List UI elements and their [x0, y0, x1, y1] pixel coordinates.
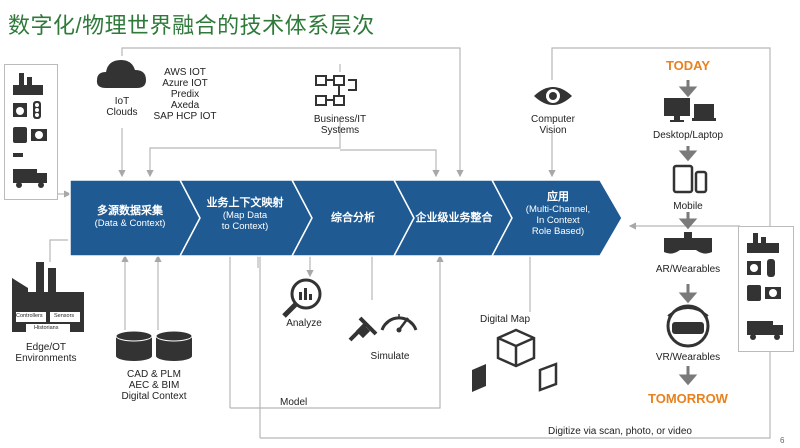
mobile-label: Mobile	[673, 201, 703, 212]
vr-headset-icon	[666, 304, 710, 348]
historians-label: Historians	[34, 325, 59, 331]
cad-label-line3: Digital Context	[121, 391, 187, 402]
step2-sub2: to Context)	[221, 221, 269, 232]
digital-map-label: Digital Map	[480, 314, 531, 325]
model-label: Model	[280, 397, 308, 408]
step5-main: 应用	[547, 191, 569, 203]
step1-sub: (Data & Context)	[94, 218, 166, 229]
cad-label-line2: AEC & BIM	[128, 380, 180, 391]
step5-sub1: (Multi-Channel,	[525, 204, 591, 215]
iot-vendor-list: AWS IOT Azure IOT Predix Axeda SAP HCP I…	[150, 67, 220, 122]
step5-sub2: In Context	[536, 215, 580, 226]
controllers-label: Controllers	[16, 313, 43, 319]
business-systems-icon	[315, 75, 357, 106]
vendor-item: AWS IOT	[164, 67, 206, 78]
factory-sensor-icons	[13, 73, 47, 188]
vision-label-line1: Computer	[531, 114, 575, 125]
business-label-line2: Systems	[320, 125, 360, 136]
eye-icon	[534, 87, 572, 105]
database-icon	[115, 330, 193, 361]
iot-cloud-label: IoT Clouds	[98, 96, 146, 118]
page-title: 数字化/物理世界融合的技术体系层次	[8, 13, 375, 38]
ar-label: AR/Wearables	[655, 264, 721, 275]
iot-label-line1: IoT	[114, 96, 130, 107]
desktop-label: Desktop/Laptop	[652, 130, 724, 141]
vision-label-line2: Vision	[539, 125, 567, 136]
today-label: TODAY	[665, 58, 711, 73]
step1-main: 多源数据采集	[97, 205, 163, 217]
chevron-step-5[interactable]	[490, 179, 623, 257]
vision-label: Computer Vision	[514, 114, 592, 136]
edge-label: Edge/OT Environments	[4, 342, 88, 364]
step5-sub3: Role Based)	[531, 226, 585, 237]
cad-label-line1: CAD & PLM	[127, 369, 181, 380]
vr-label: VR/Wearables	[655, 352, 721, 363]
step3-main: 综合分析	[331, 212, 375, 224]
vendor-item: Azure IOT	[162, 78, 208, 89]
cloud-icon	[96, 60, 146, 88]
cad-label: CAD & PLM AEC & BIM Digital Context	[104, 369, 204, 402]
vendor-item: SAP HCP IOT	[153, 111, 217, 122]
mobile-icon	[672, 164, 708, 194]
factory-icon	[12, 262, 84, 332]
iot-label-line2: Clouds	[106, 107, 138, 118]
sensor-panel-left	[4, 64, 58, 200]
vendor-item: Axeda	[170, 100, 200, 111]
ar-headset-icon	[664, 232, 712, 254]
simulate-icon	[348, 314, 418, 342]
simulate-label: Simulate	[370, 351, 410, 362]
vendor-item: Predix	[170, 89, 200, 100]
business-label: Business/IT Systems	[300, 114, 380, 136]
step3-text: 综合分析	[308, 211, 398, 225]
page-number: 6	[780, 436, 785, 445]
step5-text: 应用 (Multi-Channel, In Context Role Based…	[510, 190, 606, 237]
desktop-laptop-icon	[664, 98, 716, 122]
digitize-label: Digitize via scan, photo, or video	[548, 426, 692, 437]
step1-text: 多源数据采集 (Data & Context)	[78, 204, 182, 229]
edge-label-line1: Edge/OT	[25, 342, 67, 353]
sensor-panel-right	[738, 226, 794, 352]
business-label-line1: Business/IT	[313, 114, 367, 125]
step4-text: 企业级业务整合	[410, 211, 498, 225]
step4-main: 企业级业务整合	[415, 212, 493, 224]
factory-sensor-icons-right	[747, 233, 783, 340]
edge-label-line2: Environments	[15, 353, 77, 364]
sensors-label: Sensors	[54, 313, 75, 319]
digital-map-icon	[472, 328, 558, 392]
analyze-icon	[282, 278, 322, 318]
analyze-label: Analyze	[286, 318, 322, 329]
step2-sub1: (Map Data	[222, 210, 268, 221]
step2-text: 业务上下文映射 (Map Data to Context)	[196, 196, 294, 232]
tomorrow-label: TOMORROW	[648, 391, 728, 406]
step2-main: 业务上下文映射	[206, 197, 284, 209]
